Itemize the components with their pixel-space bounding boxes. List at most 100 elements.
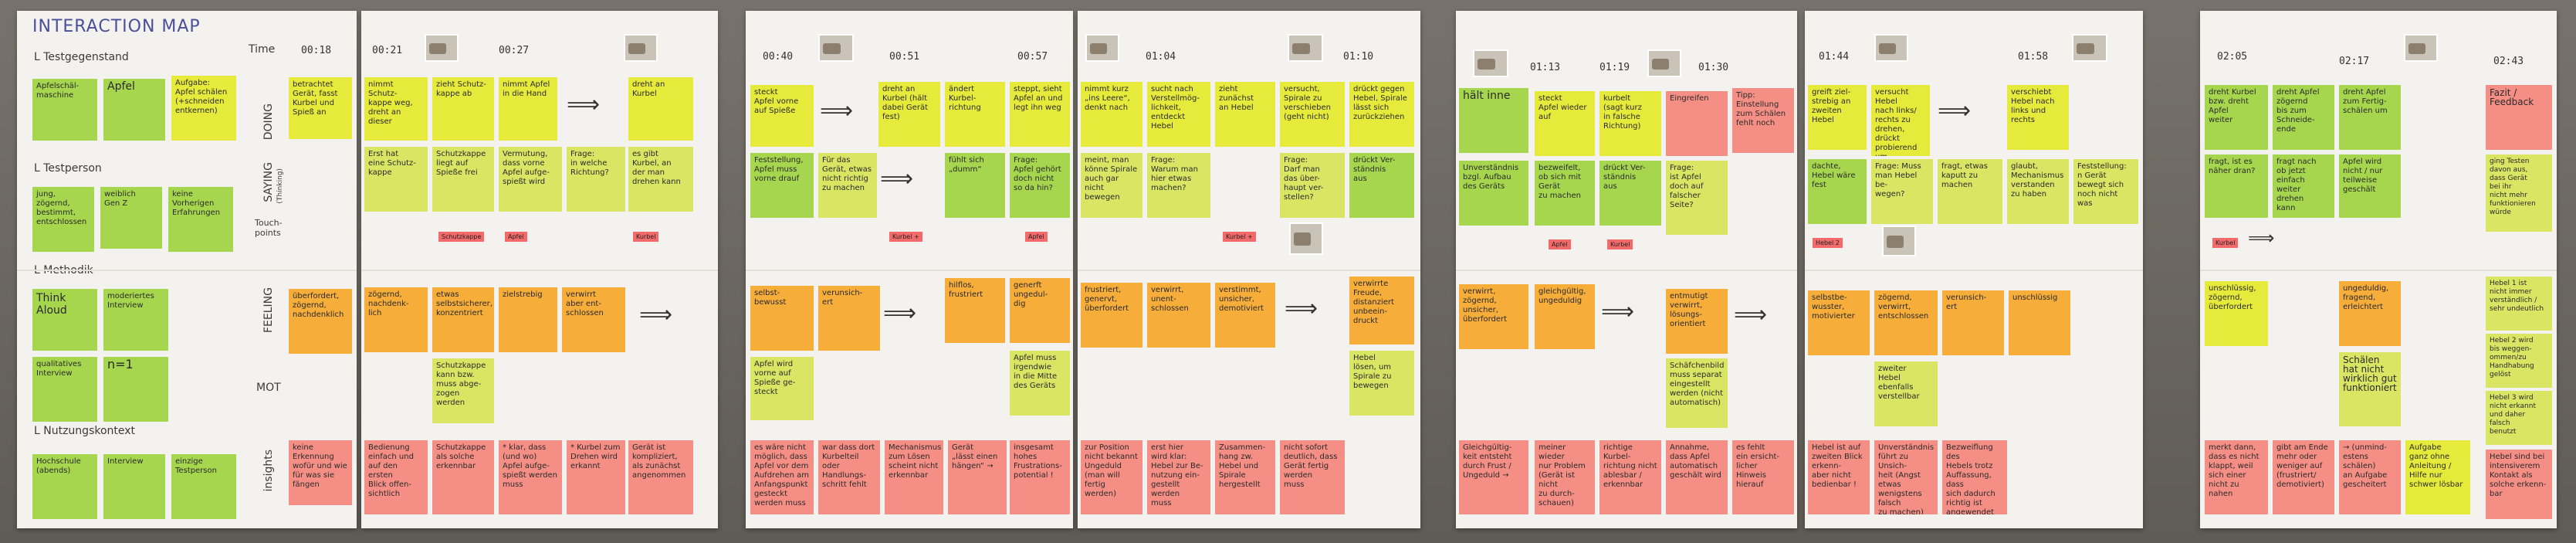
saying-note: Feststellung: n Gerät bewegt sich noch n… bbox=[2073, 159, 2138, 224]
mot-note: Schutzkappe kann bzw. muss abge- zogen w… bbox=[432, 358, 494, 423]
doing-note: zieht zunächst an Hebel bbox=[1215, 82, 1275, 147]
saying-note: Frage: in welche Richtung? bbox=[567, 147, 625, 212]
mot-note: Hebel lösen, um Spirale zu bewegen bbox=[1349, 351, 1414, 416]
touchpoint-tag: Apfel bbox=[1549, 239, 1571, 249]
video-thumbnail bbox=[818, 34, 854, 62]
doing-note: hält inne bbox=[1459, 88, 1528, 153]
arrow-icon: ⟹ bbox=[1734, 301, 1768, 328]
time-10: 01:30 bbox=[1698, 62, 1729, 73]
doing-note: drückt gegen Hebel, Spirale lässt sich z… bbox=[1349, 82, 1414, 147]
doing-note: kurbelt (sagt kurz in falsche Richtung) bbox=[1599, 91, 1661, 156]
video-thumbnail bbox=[425, 34, 459, 62]
label-touchpoints: Touch- points bbox=[255, 218, 283, 238]
insight-note: Gerät „lässt einen hängen“ → bbox=[948, 440, 1007, 514]
insight-note: Bedienung einfach und auf den ersten Bli… bbox=[364, 440, 428, 514]
doing-note: dreht an Kurbel (hält dabei Gerät fest) bbox=[878, 82, 940, 147]
arrow-icon: ⟹ bbox=[567, 91, 601, 118]
insight-note: Aufgabe ganz ohne Anleitung / Hilfe nur … bbox=[2405, 440, 2470, 514]
doing-note: nimmt kurz „ins Leere“, denkt nach bbox=[1081, 82, 1142, 147]
label-testgegenstand: L Testgegenstand bbox=[34, 51, 129, 63]
feeling-note: verunsich- ert bbox=[818, 286, 880, 351]
left-note: Hochschule (abends) bbox=[32, 454, 97, 519]
saying-note: Vermutung, dass vorne Apfel aufge- spieß… bbox=[499, 147, 562, 212]
left-note: einzige Testperson bbox=[171, 454, 236, 519]
insight-note: erst hier wird klar: Hebel zur Be- nutzu… bbox=[1147, 440, 1210, 514]
feeling-note: generft ungedul- dig bbox=[1010, 278, 1070, 343]
arrow-icon: ⟹ bbox=[1285, 295, 1318, 322]
saying-note: bezweifelt, ob sich mit Gerät zu machen bbox=[1535, 161, 1595, 226]
feeling-note: verwirrte Freude, distanziert unbeein- d… bbox=[1349, 277, 1414, 344]
video-thumbnail bbox=[1473, 49, 1508, 77]
insight-note: merkt dann, dass es nicht klappt, weil s… bbox=[2205, 440, 2268, 514]
mot-note: Apfel muss irgendwie in die Mitte des Ge… bbox=[1010, 351, 1070, 416]
time-3: 00:40 bbox=[763, 51, 794, 63]
left-note: Interview bbox=[103, 454, 165, 519]
saying-note: Apfel wird nicht / nur teilweise geschäl… bbox=[2339, 154, 2401, 218]
saying-note: drückt Ver- ständnis aus bbox=[1349, 153, 1414, 218]
label-doing: DOING bbox=[262, 104, 275, 141]
time-12: 01:58 bbox=[2018, 51, 2049, 63]
mot-note: zweiter Hebel ebenfalls verstellbar bbox=[1874, 361, 1938, 426]
feeling-note: zögernd, verwirrt, entschlossen bbox=[1874, 290, 1938, 355]
doing-note: steckt Apfel vorne auf Spieße bbox=[750, 85, 814, 147]
side-note: Hebel 1 ist nicht immer verständlich / s… bbox=[2486, 277, 2552, 331]
touchpoint-tag: Kurbel bbox=[1607, 239, 1633, 249]
insight-note: Annahme, dass Apfel automatisch geschält… bbox=[1666, 440, 1728, 514]
time-5: 00:57 bbox=[1017, 51, 1048, 63]
feeling-note: selbstbe- wusster, motivierter bbox=[1808, 290, 1870, 355]
saying-note: fragt, etwas kaputt zu machen bbox=[1938, 159, 2002, 224]
time-8: 01:13 bbox=[1530, 62, 1561, 73]
doing-note: verschiebt Hebel nach links und rechts bbox=[2007, 85, 2069, 150]
board-4: 01:04 01:10 nimmt kurz „ins Leere“, denk… bbox=[1078, 11, 1420, 528]
insight-note: zur Position nicht bekannt Ungeduld (man… bbox=[1081, 440, 1142, 514]
doing-note: Tipp: Einstellung zum Schälen fehlt noch bbox=[1732, 88, 1794, 153]
left-note: Aufgabe: Apfel schälen (+schneiden entke… bbox=[171, 76, 236, 141]
saying-note: fühlt sich „dumm“ bbox=[945, 153, 1005, 218]
doing-note: versucht Hebel nach links/ rechts zu dre… bbox=[1871, 85, 1930, 156]
doing-note: Fazit / Feedback bbox=[2486, 85, 2552, 150]
insight-note: keine Erkennung wofür und wie für was si… bbox=[289, 440, 352, 505]
insight-note: nicht sofort deutlich, dass Gerät fertig… bbox=[1280, 440, 1345, 514]
arrow-icon: ⟹ bbox=[880, 165, 914, 192]
feeling-note: ungeduldig, fragend, erleichtert bbox=[2339, 281, 2401, 346]
arrow-icon: ⟹ bbox=[883, 300, 917, 327]
doing-note: betrachtet Gerät, fasst Kurbel und Spieß… bbox=[289, 77, 352, 139]
doing-note: versucht, Spirale zu verschieben (geht n… bbox=[1280, 82, 1345, 147]
arrow-icon: ⟹ bbox=[2248, 227, 2275, 249]
touchpoint-tag: Kurbel bbox=[2212, 238, 2239, 248]
insight-note: es wäre nicht möglich, dass Apfel vor de… bbox=[750, 440, 814, 514]
left-note: weiblich Gen Z bbox=[100, 187, 162, 249]
mot-note: Apfel wird vorne auf Spieße ge- steckt bbox=[750, 357, 814, 420]
insight-note: Unverständnis führt zu Unsich- heit (Ang… bbox=[1874, 440, 1938, 514]
touchpoint-tag: Kurbel bbox=[633, 232, 659, 242]
doing-note: dreht Apfel zögernd bis zum Schneide- en… bbox=[2273, 85, 2334, 150]
time-4: 00:51 bbox=[889, 51, 920, 63]
saying-note: fragt, ist es näher dran? bbox=[2205, 154, 2268, 218]
insight-note: * Kurbel zum Drehen wird erkannt bbox=[567, 440, 625, 514]
feeling-note: verwirrt aber ent- schlossen bbox=[562, 287, 625, 352]
feeling-note: verwirrt, unent- schlossen bbox=[1147, 283, 1210, 348]
feeling-note: etwas selbstsicherer, konzentriert bbox=[432, 287, 494, 352]
saying-note: Schutzkappe liegt auf Spieße frei bbox=[432, 147, 494, 212]
insight-note: Mechanismus zum Lösen scheint nicht erke… bbox=[885, 440, 943, 514]
insight-note: gibt am Ende mehr oder weniger auf (frus… bbox=[2273, 440, 2334, 514]
time-2: 00:27 bbox=[499, 45, 530, 56]
label-methodik: L Methodik bbox=[34, 264, 93, 277]
time-13: 02:05 bbox=[2217, 51, 2248, 63]
saying-note: Unverständnis bzgl. Aufbau des Geräts bbox=[1459, 161, 1528, 226]
touchpoint-tag: Kurbel + bbox=[889, 232, 922, 242]
video-thumbnail bbox=[2404, 34, 2438, 62]
board-1: INTERACTION MAP L Testgegenstand L Testp… bbox=[17, 11, 357, 528]
left-note: Think Aloud bbox=[32, 289, 97, 351]
arrow-icon: ⟹ bbox=[639, 301, 673, 328]
left-note: moderiertes Interview bbox=[103, 289, 168, 351]
time-6: 01:04 bbox=[1146, 51, 1176, 63]
saying-note: Frage: Apfel gehört doch nicht so da hin… bbox=[1010, 153, 1070, 218]
left-note: jung, zögernd, bestimmt, entschlossen bbox=[32, 187, 94, 252]
insight-note: Hebel ist auf zweiten Blick erkenn- aber… bbox=[1808, 440, 1870, 514]
saying-note: Frage: Muss man Hebel be- wegen? bbox=[1871, 159, 1933, 224]
saying-note: Erst hat eine Schutz- kappe bbox=[364, 147, 428, 212]
feeling-note: zielstrebig bbox=[499, 287, 557, 352]
label-saying: SAYING bbox=[262, 162, 275, 202]
